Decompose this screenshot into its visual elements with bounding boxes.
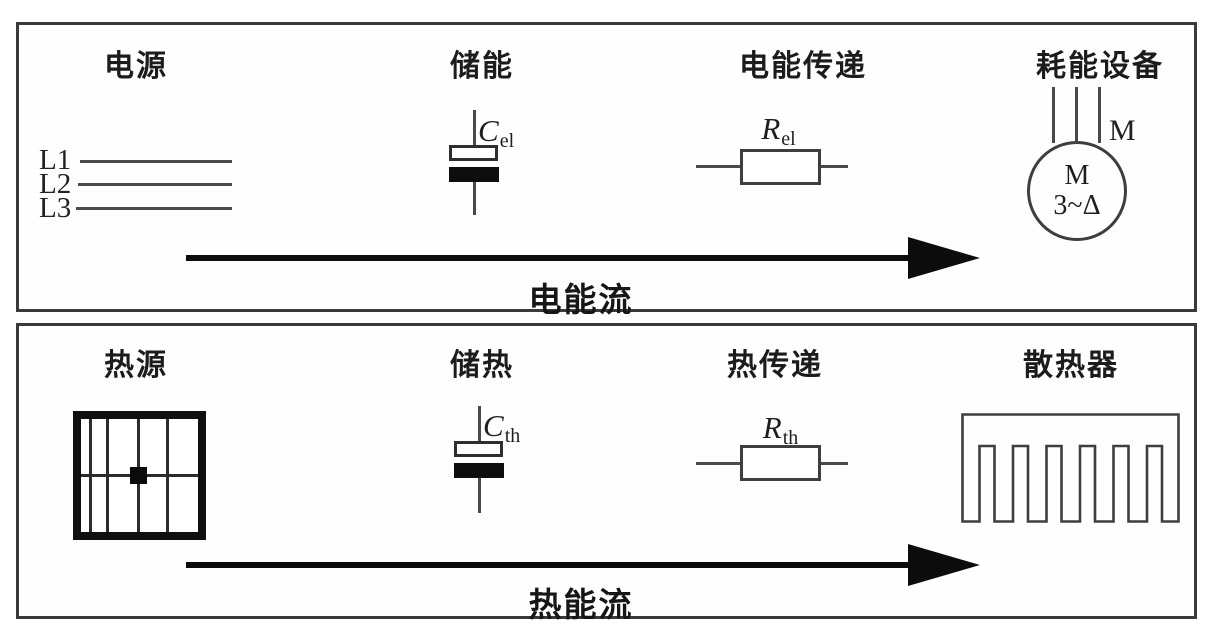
capacitor-el-solid-plate [449,167,499,182]
capacitor-th-top-wire [478,406,481,442]
capacitor-el-symbol: C [478,113,499,148]
capacitor-el-open-plate [449,145,498,161]
thermal-flow-arrow-shaft [186,562,908,568]
phase-line-l1 [80,160,232,163]
resistor-th-label: Rth [762,410,799,449]
thermal-flow-label: 热能流 [528,586,634,623]
phase-label-l3: L3 [39,192,72,224]
phase-line-l2 [78,183,232,186]
capacitor-th-subscript: th [504,425,521,447]
resistor-th-subscript: th [782,427,799,449]
heatsink-icon [961,413,1180,523]
thermal-flow-arrowhead [908,544,980,586]
capacitor-th-symbol: C [483,408,504,443]
header-heatsink: 散热器 [1023,349,1119,382]
resistor-th-left-lead [696,462,740,465]
phase-label-l2: L2 [39,168,72,200]
capacitor-el-subscript: el [499,130,515,152]
resistor-el-body [740,149,821,185]
header-heat-transfer: 热传递 [727,349,823,382]
motor-lead-3 [1098,87,1101,143]
header-power-source: 电源 [104,50,168,83]
capacitor-el-bottom-wire [473,182,476,215]
header-energy-storage: 储能 [450,50,514,83]
resistor-el-symbol: R [761,111,781,146]
electrical-flow-arrowhead [908,237,980,279]
motor-inner-bottom-label: 3~Δ [1053,190,1101,221]
resistor-el-subscript: el [781,128,796,150]
resistor-th-right-lead [821,462,848,465]
capacitor-th-bottom-wire [478,478,481,513]
phase-line-l3 [76,207,232,210]
capacitor-el-label: Cel [478,113,515,152]
electrical-flow-label: 电能流 [528,281,634,318]
motor-lead-2 [1075,87,1078,143]
capacitor-th-label: Cth [483,408,521,447]
motor-terminal-label: M [1109,114,1136,147]
header-heat-source: 热源 [104,349,168,382]
resistor-el-label: Rel [761,111,796,150]
electrical-flow-arrow-shaft [186,255,908,261]
resistor-el-right-lead [821,165,848,168]
resistor-el-left-lead [696,165,740,168]
header-load-device: 耗能设备 [1036,50,1164,83]
header-energy-transfer: 电能传递 [739,50,867,83]
thermal-panel: 热源 储热 热传递 散热器 Cth Rth [16,323,1197,623]
header-heat-storage: 储热 [450,349,514,382]
motor-lead-1 [1052,87,1055,143]
heat-source-die [130,467,147,484]
capacitor-th-solid-plate [454,463,504,478]
electrical-panel: 电源 储能 电能传递 耗能设备 L1 L2 L3 Cel Rel [16,22,1197,318]
motor-circle: M 3~Δ [1027,141,1127,241]
motor-inner-top-label: M [1064,160,1090,191]
capacitor-el-top-wire [473,110,476,146]
resistor-th-body [740,445,821,481]
capacitor-th-open-plate [454,441,503,457]
resistor-th-symbol: R [762,410,782,445]
phase-label-l1: L1 [39,144,72,176]
